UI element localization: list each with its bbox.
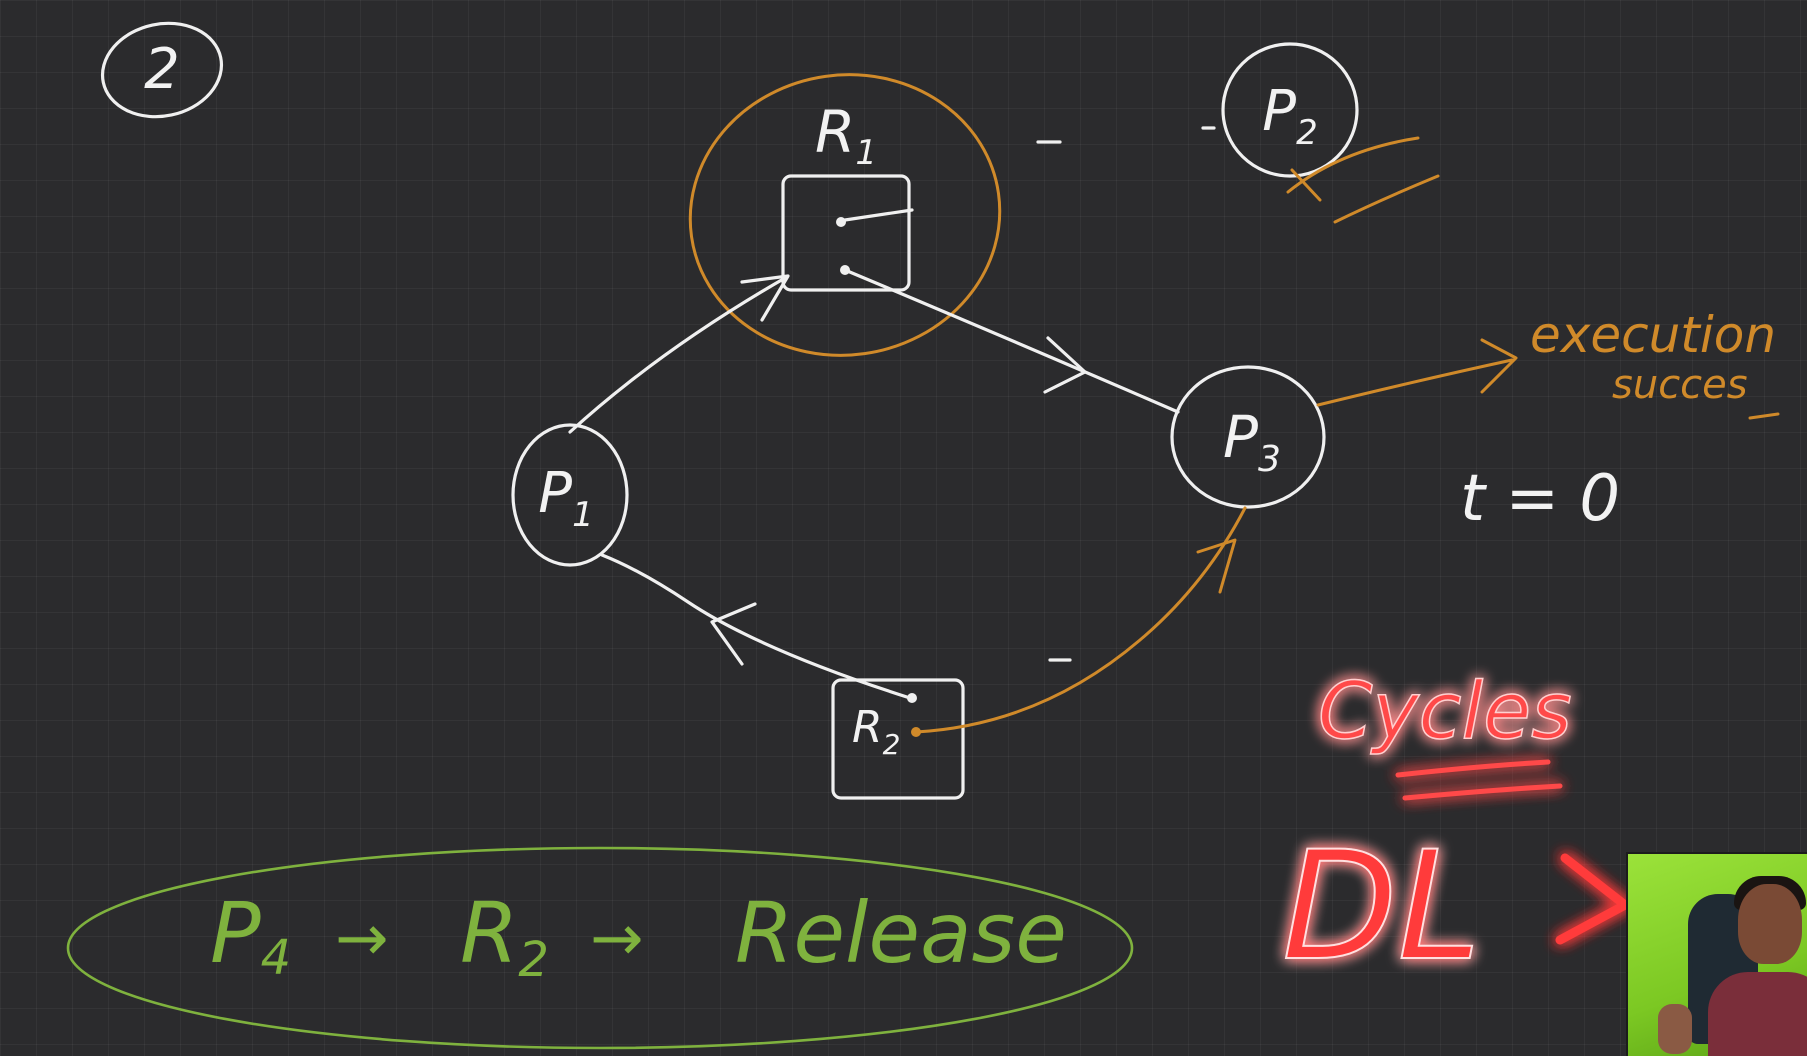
edge-r2-to-p1 (600, 553, 912, 700)
arrow-symbol: → (590, 902, 644, 976)
success-text: succes (1612, 362, 1748, 408)
circled-number: 2 (100, 21, 224, 119)
resource-r1-label: R1 (815, 98, 877, 173)
process-p1-label: P1 (538, 461, 593, 535)
process-p1: P1 (511, 423, 629, 567)
deadlock-callout: DL (1281, 819, 1630, 995)
cycles-text: Cycles (1318, 667, 1572, 757)
process-p2-label: P2 (1262, 79, 1317, 153)
cycles-callout: Cycles (1317, 666, 1573, 801)
time-label: t = 0 (1460, 462, 1620, 536)
execution-text: execution (1530, 306, 1776, 364)
process-p3: P3 (1170, 365, 1326, 509)
r2-instance-dot (907, 693, 917, 703)
release-p-text: P4 (210, 884, 291, 986)
deadlock-text: DL (1282, 820, 1481, 994)
process-p2: P2 (1036, 42, 1440, 224)
execution-success-note: execution succes (1316, 306, 1780, 420)
resource-r2-label: R2 (852, 702, 900, 761)
edge-r2-to-p3 (914, 506, 1247, 734)
release-note: P4 → R2 → Release (66, 846, 1134, 1050)
arrow-symbol: → (335, 902, 389, 976)
presenter-webcam (1626, 852, 1807, 1056)
edge-p1-to-r1 (568, 274, 790, 434)
release-word: Release (735, 884, 1067, 982)
edge-r1-to-p3 (843, 268, 1180, 414)
greater-than-symbol (1555, 853, 1630, 945)
resource-r2: R2 (831, 678, 965, 800)
release-r-text: R2 (460, 884, 549, 988)
circled-number-text: 2 (144, 37, 180, 102)
process-p3-label: P3 (1223, 403, 1281, 480)
resource-r1: R1 (688, 73, 1002, 357)
